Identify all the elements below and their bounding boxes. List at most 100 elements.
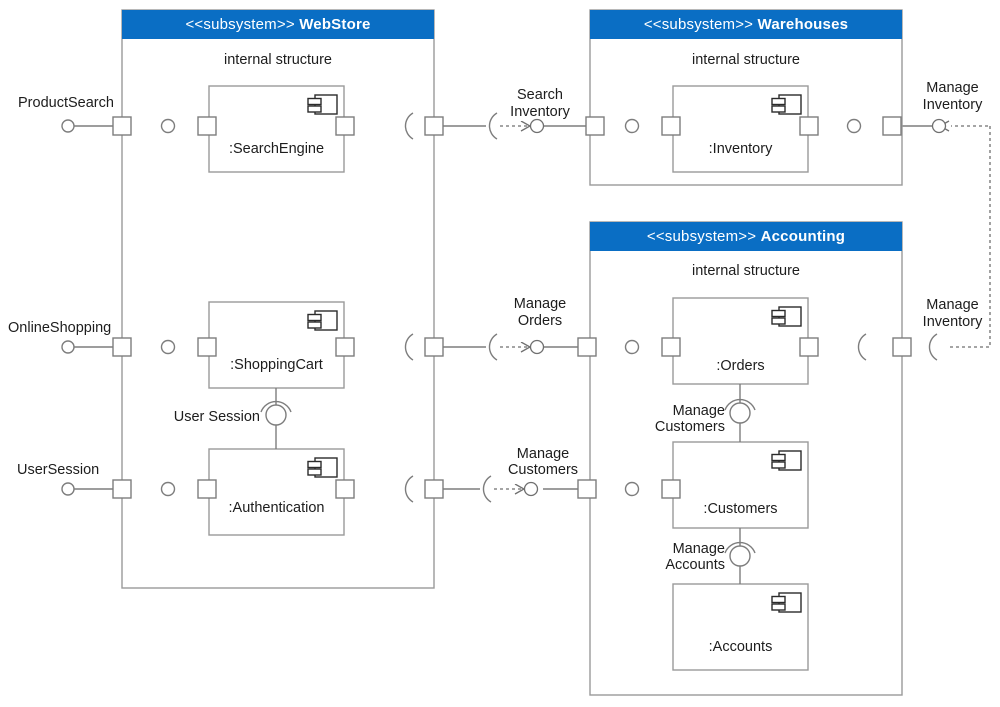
subsystem-stereotype-accounting: <<subsystem>> xyxy=(646,228,757,245)
subsystem-header-accounting: <<subsystem>> Accounting xyxy=(590,222,902,251)
port-webstore-usersession xyxy=(112,479,132,499)
internal-structure-accounting: internal structure xyxy=(692,263,800,279)
ball-onlineshopping xyxy=(61,340,75,354)
interface-label-manage-accounts-inner-line2: Accounts xyxy=(665,557,725,573)
component-icon-customers xyxy=(771,450,802,471)
interface-label-manage-orders-line1: Manage xyxy=(513,296,567,312)
interface-label-manage-customers-inner-line1: Manage xyxy=(672,403,725,419)
interface-label-manage-accounts-inner-line1: Manage xyxy=(672,541,725,557)
component-name-inventory: :Inventory xyxy=(708,141,773,157)
dep-manage-inventory-wrap xyxy=(948,126,991,348)
port-webstore-right-1 xyxy=(424,116,444,136)
header-bar-accounting xyxy=(590,222,902,251)
component-icon-accounts xyxy=(771,592,802,613)
port-warehouses-right xyxy=(882,116,902,136)
port-orders-left xyxy=(661,337,681,357)
ball-inventory-in xyxy=(624,118,640,134)
header-bar-webstore xyxy=(122,10,434,39)
vertical-assembly-connectors xyxy=(260,384,756,584)
port-shoppingcart-right xyxy=(335,337,355,357)
ball-manage-orders xyxy=(529,339,545,355)
port-shoppingcart-left xyxy=(197,337,217,357)
subsystem-name-warehouses: Warehouses xyxy=(757,16,849,33)
port-webstore-productsearch xyxy=(112,116,132,136)
component-name-accounts: :Accounts xyxy=(708,639,773,655)
ports xyxy=(112,116,912,499)
component-name-shoppingcart: :ShoppingCart xyxy=(230,357,323,373)
interface-label-manage-inventory-bottom-line1: Manage xyxy=(926,297,979,313)
port-customers-left xyxy=(661,479,681,499)
component-icon-inventory xyxy=(771,94,802,115)
internal-structure-webstore: internal structure xyxy=(224,52,332,68)
socket-webstore-out-3 xyxy=(404,475,414,503)
port-inventory-left xyxy=(661,116,681,136)
ball-search-inventory xyxy=(529,118,545,134)
ball-customers-in xyxy=(624,481,640,497)
port-warehouses-left xyxy=(585,116,605,136)
port-accounting-left-2 xyxy=(577,479,597,499)
socket-webstore-out-1 xyxy=(404,112,414,140)
component-name-orders: :Orders xyxy=(716,358,765,374)
port-accounting-right xyxy=(892,337,912,357)
subsystem-header-warehouses: <<subsystem>> Warehouses xyxy=(590,10,902,39)
interface-label-manage-customers-inner-line2: Customers xyxy=(654,419,725,435)
port-webstore-onlineshopping xyxy=(112,337,132,357)
ball-usersession xyxy=(61,482,75,496)
header-bar-warehouses xyxy=(590,10,902,39)
dependency-arrow-head-wrap xyxy=(938,120,988,132)
port-webstore-right-3 xyxy=(424,479,444,499)
port-searchengine-right xyxy=(335,116,355,136)
socket-accounting-right-out xyxy=(928,333,938,361)
interface-label-manage-inventory-top-line1: Manage xyxy=(926,80,979,96)
required-interface-sockets xyxy=(404,112,938,503)
subsystem-stereotype-webstore: <<subsystem>> xyxy=(185,16,295,33)
socket-webstore-out-2 xyxy=(404,333,414,361)
component-name-searchengine: :SearchEngine xyxy=(228,141,325,157)
subsystem-header-bars xyxy=(122,10,902,251)
port-authentication-left xyxy=(197,479,217,499)
ball-manage-inventory-top xyxy=(931,118,947,134)
ball-orders-in xyxy=(624,339,640,355)
port-label-usersession: UserSession xyxy=(17,462,100,478)
port-authentication-right xyxy=(335,479,355,499)
interface-label-user-session: User Session xyxy=(173,409,260,425)
component-icon-searchengine xyxy=(307,94,338,115)
port-orders-right xyxy=(799,337,819,357)
interface-label-manage-customers-line2: Customers xyxy=(507,462,579,478)
interface-label-search-inventory-line1: Search xyxy=(517,87,563,103)
ball-shoppingcart-in xyxy=(160,339,176,355)
component-icon-shoppingcart xyxy=(307,310,338,331)
port-searchengine-left xyxy=(197,116,217,136)
port-webstore-right-2 xyxy=(424,337,444,357)
component-icon-orders xyxy=(771,306,802,327)
component-name-authentication: :Authentication xyxy=(228,500,325,516)
interface-label-manage-inventory-top-line2: Inventory xyxy=(922,97,983,113)
port-label-productsearch: ProductSearch xyxy=(18,95,114,111)
component-icon-authentication xyxy=(307,457,338,478)
component-boxes xyxy=(208,85,809,671)
port-accounting-left-1 xyxy=(577,337,597,357)
subsystem-name-webstore: WebStore xyxy=(299,16,371,33)
component-name-customers: :Customers xyxy=(703,501,778,517)
port-inventory-right xyxy=(799,116,819,136)
socket-assembly-1 xyxy=(488,112,498,140)
socket-assembly-2 xyxy=(488,333,498,361)
ball-authentication-in xyxy=(160,481,176,497)
ball-searchengine-in xyxy=(160,118,176,134)
subsystem-stereotype-warehouses: <<subsystem>> xyxy=(643,16,754,33)
interface-label-manage-inventory-bottom-line2: Inventory xyxy=(922,314,983,330)
dependency-links xyxy=(494,126,991,489)
interface-label-manage-orders-line2: Orders xyxy=(517,313,563,329)
interface-label-search-inventory-line2: Inventory xyxy=(510,104,570,120)
subsystem-header-webstore: <<subsystem>> WebStore xyxy=(122,10,434,39)
ball-manage-customers xyxy=(523,481,539,497)
internal-structure-warehouses: internal structure xyxy=(692,52,800,68)
subsystem-name-accounting: Accounting xyxy=(760,228,846,245)
socket-accounting-right-in xyxy=(857,333,867,361)
ball-productsearch xyxy=(61,119,75,133)
interface-label-manage-customers-line1: Manage xyxy=(516,446,570,462)
ball-inventory-out xyxy=(846,118,862,134)
assembly-ball-heads xyxy=(523,118,947,497)
